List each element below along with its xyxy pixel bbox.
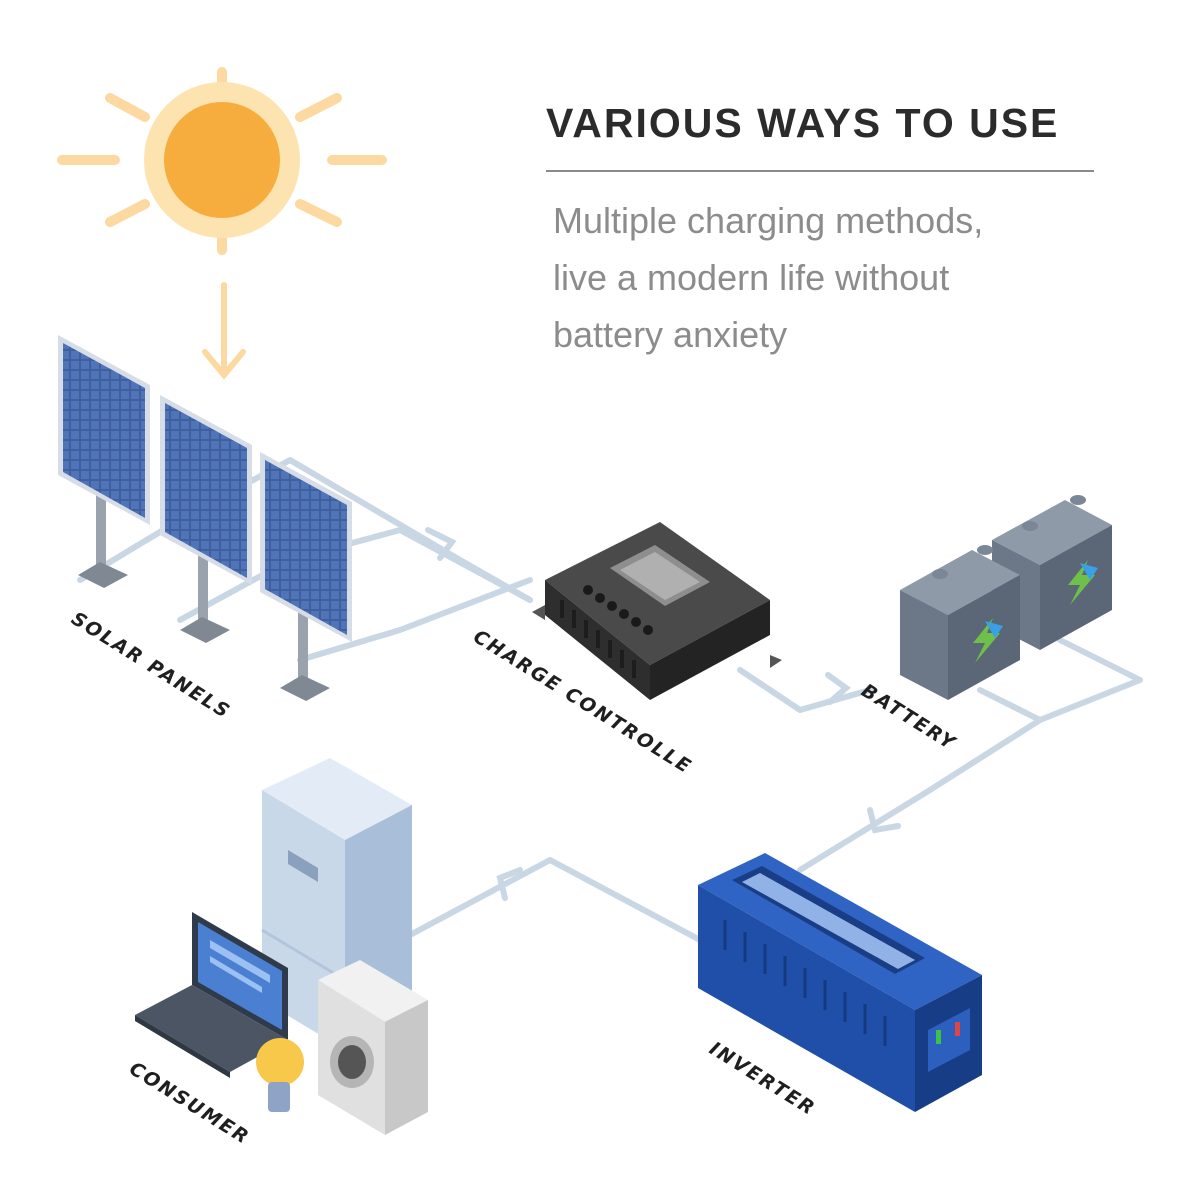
label-inverter: INVERTER (705, 1038, 819, 1121)
consumer-icon (135, 758, 428, 1135)
sunlight-arrow-icon (202, 282, 246, 380)
sun-icon (57, 67, 387, 255)
charge-controller-icon (532, 522, 782, 700)
solar-panels-icon (58, 335, 352, 701)
battery-icon (900, 495, 1112, 700)
subtitle-line-1: Multiple charging methods, (553, 200, 984, 241)
title-divider (546, 170, 1094, 172)
subtitle-line-2: live a modern life without (553, 257, 950, 298)
flow-arrows (425, 527, 901, 901)
inverter-icon (698, 853, 982, 1112)
subtitle-line-3: battery anxiety (553, 314, 788, 355)
page-title: VARIOUS WAYS TO USE (546, 100, 1060, 146)
label-consumer: CONSUMER (125, 1058, 253, 1150)
